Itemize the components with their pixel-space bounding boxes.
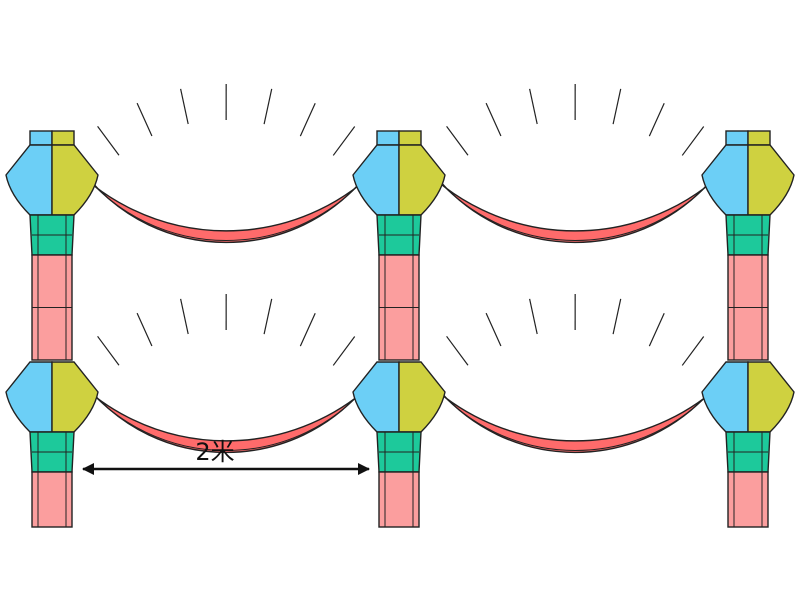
voussoir-joint	[446, 335, 469, 366]
voussoir-joint	[681, 336, 705, 366]
voussoir-joint	[485, 102, 502, 137]
lower-arch-right	[412, 293, 738, 454]
upper-arch-right	[412, 83, 738, 244]
lower-pier-right	[701, 361, 795, 528]
voussoir-joint	[263, 88, 273, 125]
voussoir-joint	[612, 88, 622, 125]
pier-capital-right	[398, 361, 446, 433]
piers-layer	[5, 130, 795, 528]
voussoir-joint	[97, 125, 120, 156]
pier-top-block-left	[29, 130, 53, 146]
voussoir-joint	[446, 125, 469, 156]
pier-capital-right	[51, 144, 99, 216]
pier-capital-left	[352, 361, 400, 433]
pier-top-block-left	[725, 130, 749, 146]
arch-band	[412, 366, 738, 454]
voussoir-joint	[332, 126, 356, 156]
lower-pier-left	[5, 361, 99, 528]
pier-shaft	[378, 471, 420, 528]
arch-reveal-line	[434, 386, 716, 451]
upper-pier-left	[5, 130, 99, 361]
voussoir-joint	[299, 313, 316, 347]
pier-capital-left	[701, 361, 749, 433]
pier-top-block-right	[51, 130, 75, 146]
voussoir-joint	[180, 88, 189, 125]
upper-pier-right	[701, 130, 795, 361]
pier-top-block-left	[376, 130, 400, 146]
voussoir-joint	[612, 298, 622, 335]
pier-shaft	[31, 471, 73, 528]
pier-top-block-right	[398, 130, 422, 146]
upper-pier-middle	[352, 130, 446, 361]
arches-layer	[63, 83, 738, 454]
arch-reveal-line	[85, 176, 367, 241]
arch-reveal-line	[434, 176, 716, 241]
voussoir-joint	[648, 103, 665, 137]
voussoir-joint	[136, 312, 153, 347]
pier-capital-right	[398, 144, 446, 216]
voussoir-joint	[263, 298, 273, 335]
voussoir-joint	[485, 312, 502, 347]
pier-capital-left	[5, 144, 53, 216]
pier-capital-right	[51, 361, 99, 433]
pier-capital-left	[5, 361, 53, 433]
voussoir-joint	[180, 298, 189, 335]
upper-arch-left	[63, 83, 389, 244]
arch-band	[412, 156, 738, 244]
voussoir-joint	[681, 126, 705, 156]
pier-capital-right	[747, 361, 795, 433]
voussoir-joint	[136, 102, 153, 137]
lower-pier-middle	[352, 361, 446, 528]
pier-shaft	[727, 471, 769, 528]
voussoir-joint	[332, 336, 356, 366]
arch-reveal-line	[85, 386, 367, 451]
voussoir-joint	[648, 313, 665, 347]
pier-capital-right	[747, 144, 795, 216]
voussoir-joint	[529, 298, 538, 335]
lower-arch-left	[63, 293, 389, 454]
pier-capital-left	[352, 144, 400, 216]
voussoir-joint	[97, 335, 120, 366]
voussoir-joint	[529, 88, 538, 125]
pier-capital-left	[701, 144, 749, 216]
dimension-label: 2米	[195, 438, 235, 466]
arch-band	[63, 156, 389, 244]
pier-top-block-right	[747, 130, 771, 146]
voussoir-joint	[299, 103, 316, 137]
